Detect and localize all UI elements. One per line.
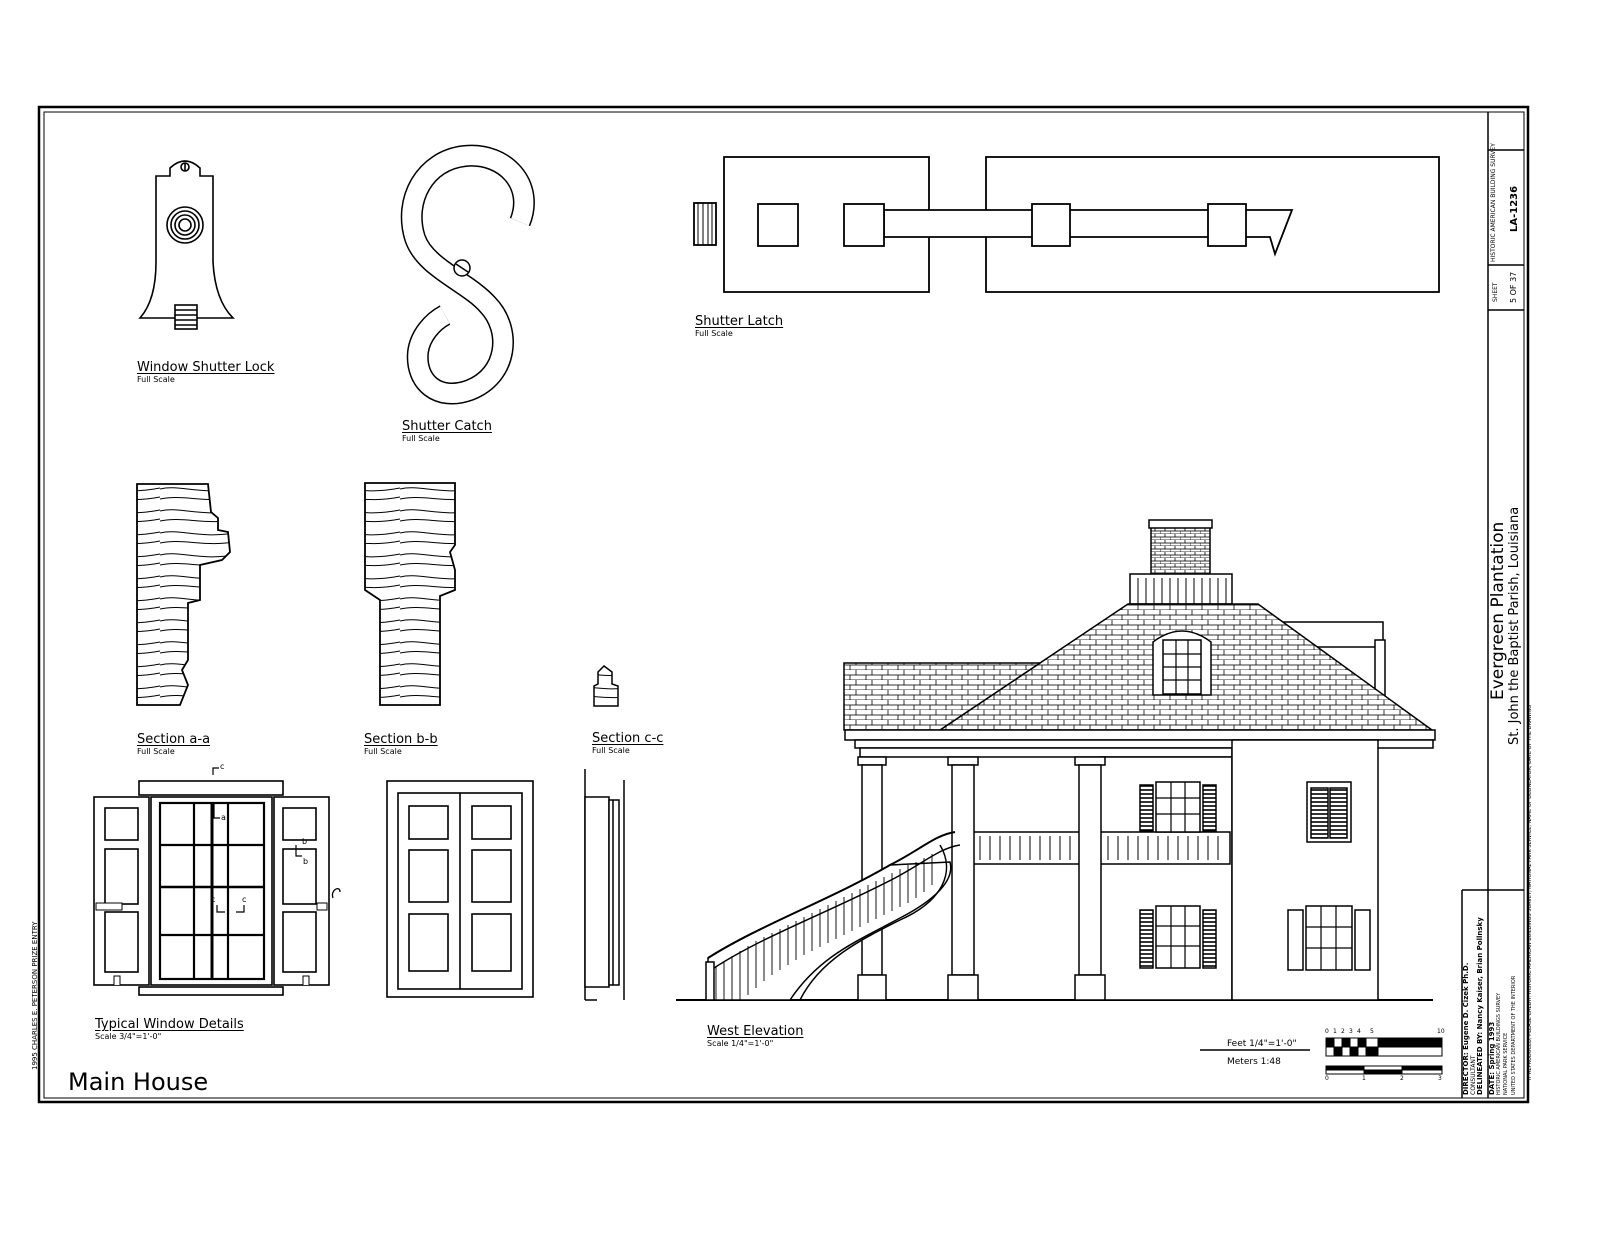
feet-tick-3: 3 bbox=[1349, 1028, 1353, 1035]
scale-meters-label: Meters 1:48 bbox=[1227, 1057, 1281, 1067]
feet-tick-0: 0 bbox=[1325, 1028, 1329, 1035]
agency-nps: NATIONAL PARK SERVICE bbox=[1503, 1032, 1509, 1095]
west-elevation-title: West Elevation bbox=[707, 1024, 804, 1039]
section-bb-scale: Full Scale bbox=[364, 747, 402, 756]
survey-name: HISTORIC AMERICAN BUILDING SURVEY bbox=[1490, 143, 1497, 262]
shutter-catch-drawing bbox=[400, 144, 535, 405]
section-mark-b-top: b bbox=[302, 837, 308, 846]
outer-border bbox=[37, 105, 1530, 1104]
section-cc-scale: Full Scale bbox=[592, 746, 630, 755]
feet-tick-2: 2 bbox=[1341, 1028, 1345, 1035]
section-mark-c-top: c bbox=[220, 762, 225, 771]
reproduction-note: IF REPRODUCED, PLEASE CREDIT: HISTORIC A… bbox=[1527, 705, 1533, 1080]
section-mark-a: a bbox=[221, 813, 226, 822]
section-cc-drawing bbox=[593, 665, 619, 707]
shutter-latch-title: Shutter Latch bbox=[695, 314, 784, 329]
project-location: St. John the Baptist Parish, Louisiana bbox=[1507, 506, 1522, 745]
feet-tick-4: 4 bbox=[1357, 1028, 1361, 1035]
inner-border bbox=[43, 111, 1525, 1099]
scale-feet-label: Feet 1/4"=1'-0" bbox=[1227, 1039, 1297, 1049]
window-shutter-lock-drawing bbox=[138, 160, 235, 330]
shutter-latch-scale: Full Scale bbox=[695, 329, 733, 338]
door-panel-drawing bbox=[386, 780, 534, 998]
window-shutter-lock-scale: Full Scale bbox=[137, 375, 175, 384]
scale-bar-graphic bbox=[1200, 1037, 1443, 1075]
feet-tick-5: 5 bbox=[1370, 1028, 1374, 1035]
west-elevation-scale: Scale 1/4"=1'-0" bbox=[707, 1039, 774, 1048]
section-aa-scale: Full Scale bbox=[137, 747, 175, 756]
section-aa-title: Section a-a bbox=[137, 732, 211, 747]
section-bb-title: Section b-b bbox=[364, 732, 438, 747]
delineated-by: DELINEATED BY: Nancy Kaiser, Brian Polln… bbox=[1476, 917, 1484, 1095]
sheet-number: 5 OF 37 bbox=[1509, 271, 1518, 303]
feet-tick-1: 1 bbox=[1333, 1028, 1337, 1035]
section-mark-c-left: c bbox=[211, 895, 216, 904]
survey-number: LA-1236 bbox=[1509, 185, 1520, 232]
main-house-title: Main House bbox=[68, 1068, 209, 1096]
meter-tick-3: 3 bbox=[1438, 1075, 1442, 1082]
shutter-latch-drawing bbox=[693, 156, 1440, 293]
agency-habs: HISTORIC AMERICAN BUILDINGS SURVEY bbox=[1496, 992, 1502, 1095]
project-title: Evergreen Plantation bbox=[1488, 521, 1508, 700]
section-mark-b: b bbox=[303, 857, 309, 866]
left-edge-credit: 1995 CHARLES E. PETERSON PRIZE ENTRY bbox=[31, 921, 39, 1070]
agency-doi: UNITED STATES DEPARTMENT OF THE INTERIOR bbox=[1511, 975, 1517, 1095]
meter-tick-0: 0 bbox=[1325, 1075, 1329, 1082]
sheet-label: SHEET bbox=[1492, 282, 1499, 302]
section-mark-c-right: c bbox=[242, 895, 247, 904]
window-shutter-lock-title: Window Shutter Lock bbox=[137, 360, 275, 375]
director: DIRECTOR: Eugene D. Cizek Ph.D. bbox=[1462, 962, 1470, 1095]
title-block-frame bbox=[1461, 112, 1524, 1098]
date: DATE: Spring 1993 bbox=[1488, 1021, 1496, 1095]
section-bb-drawing bbox=[364, 482, 456, 706]
shutter-catch-scale: Full Scale bbox=[402, 434, 440, 443]
west-elevation-drawing bbox=[676, 519, 1436, 1001]
jamb-section-drawing bbox=[584, 769, 625, 1001]
section-cc-title: Section c-c bbox=[592, 731, 664, 746]
typical-window-title: Typical Window Details bbox=[95, 1017, 244, 1032]
meter-tick-2: 2 bbox=[1400, 1075, 1404, 1082]
feet-tick-10: 10 bbox=[1437, 1028, 1445, 1035]
typical-window-scale: Scale 3/4"=1'-0" bbox=[95, 1032, 162, 1041]
section-aa-drawing bbox=[136, 483, 231, 706]
shutter-catch-title: Shutter Catch bbox=[402, 419, 492, 434]
typical-window-drawing bbox=[93, 767, 341, 996]
meter-tick-1: 1 bbox=[1362, 1075, 1366, 1082]
